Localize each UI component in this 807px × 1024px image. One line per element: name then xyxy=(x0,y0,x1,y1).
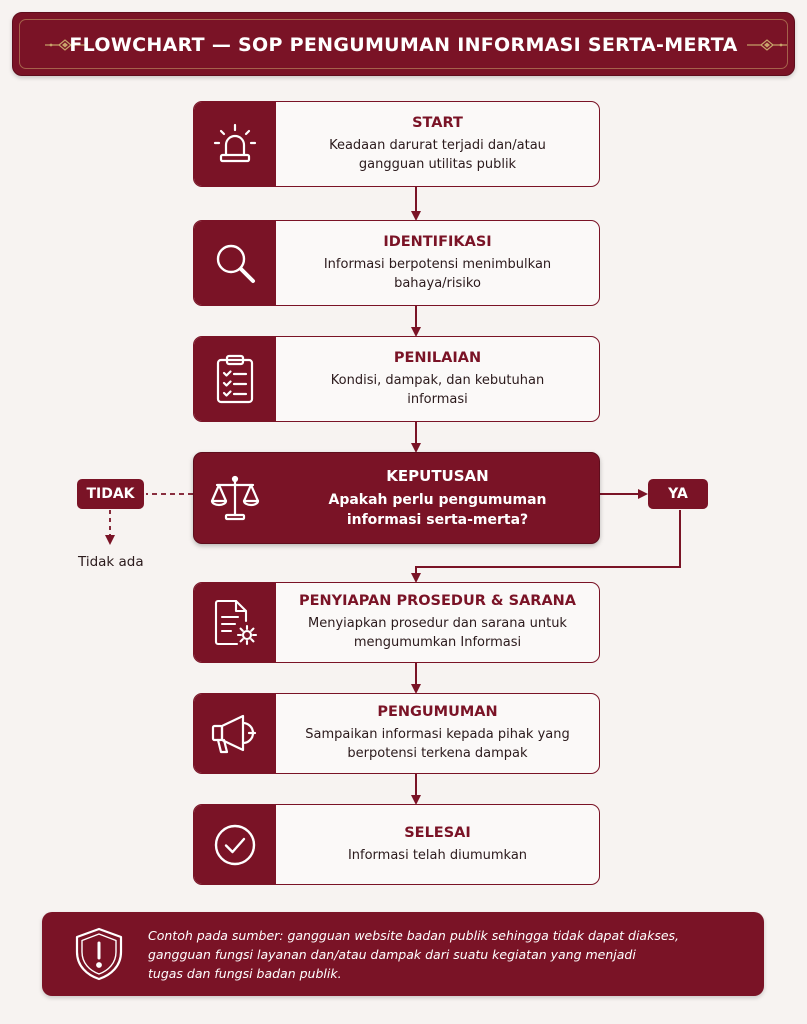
step-selesai: SELESAI Informasi telah diumumkan xyxy=(193,804,600,885)
step-pengumuman-desc: Sampaikan informasi kepada pihak yang be… xyxy=(305,725,570,763)
step-penilaian-desc-line1: Kondisi, dampak, dan kebutuhan xyxy=(330,372,545,388)
step-penilaian-desc: Kondisi, dampak, dan kebutuhan informasi xyxy=(331,371,544,409)
step-identifikasi-desc-line2: bahaya/risiko xyxy=(394,275,481,291)
magnifier-icon xyxy=(216,244,255,283)
step-identifikasi-desc: Informasi berpotensi menimbulkan bahaya/… xyxy=(324,255,551,293)
step-identifikasi-icon-panel xyxy=(194,221,276,305)
footer-note-line2: gangguan fungsi layanan dan/atau dampak … xyxy=(148,947,636,962)
step-penyiapan-desc-line1: Menyiapkan prosedur dan sarana untuk xyxy=(308,616,567,631)
step-penilaian-heading: PENILAIAN xyxy=(393,349,482,366)
alarm-siren-icon xyxy=(213,123,257,163)
clipboard-checklist-icon xyxy=(216,354,254,404)
step-start-desc-line2: gangguan utilitas publik xyxy=(358,156,517,172)
step-keputusan-icon-panel xyxy=(194,453,276,543)
step-selesai-icon-panel xyxy=(194,805,276,884)
branch-ya-label: YA xyxy=(648,479,708,509)
step-keputusan-desc-line2: informasi serta-merta? xyxy=(346,511,529,528)
step-keputusan-desc: Apakah perlu pengumuman informasi serta-… xyxy=(329,490,547,530)
right-ornament-icon xyxy=(747,39,787,51)
step-start-icon-panel xyxy=(194,102,276,186)
left-ornament-icon xyxy=(45,39,85,51)
step-pengumuman-desc-line1: Sampaikan informasi kepada pihak yang xyxy=(305,727,570,742)
step-start-desc-line1: Keadaan darurat terjadi dan/atau xyxy=(329,137,546,153)
step-start-desc: Keadaan darurat terjadi dan/atau ganggua… xyxy=(329,136,546,174)
step-identifikasi-desc-line1: Informasi berpotensi menimbulkan xyxy=(323,256,552,272)
step-penilaian-icon-panel xyxy=(194,337,276,421)
arrow-ya-penyiapan xyxy=(411,510,681,583)
step-penilaian: PENILAIAN Kondisi, dampak, dan kebutuhan… xyxy=(193,336,600,422)
footer-note-text: Contoh pada sumber: gangguan website bad… xyxy=(148,926,748,983)
page-title: FLOWCHART — SOP PENGUMUMAN INFORMASI SER… xyxy=(69,34,738,56)
step-pengumuman-icon-panel xyxy=(194,694,276,773)
title-border-ornament xyxy=(19,19,788,69)
step-start: START Keadaan darurat terjadi dan/atau g… xyxy=(193,101,600,187)
shield-warning-icon xyxy=(75,927,123,981)
scales-icon xyxy=(210,475,260,521)
step-selesai-desc: Informasi telah diumumkan xyxy=(347,847,528,863)
step-keputusan-heading: KEPUTUSAN xyxy=(386,466,489,485)
megaphone-icon xyxy=(211,714,257,753)
footer-note-line3: tugas dan fungsi badan publik. xyxy=(148,966,342,981)
branch-tidak-label: TIDAK xyxy=(77,479,144,509)
branch-tidak-result: Tidak ada xyxy=(78,554,144,570)
step-keputusan: KEPUTUSAN Apakah perlu pengumuman inform… xyxy=(193,452,600,544)
step-identifikasi: IDENTIFIKASI Informasi berpotensi menimb… xyxy=(193,220,600,306)
step-selesai-heading: SELESAI xyxy=(404,824,471,841)
step-penilaian-desc-line2: informasi xyxy=(407,391,468,407)
step-penyiapan-desc-line2: mengumumkan Informasi xyxy=(353,635,522,650)
footer-note-line1: Contoh pada sumber: gangguan website bad… xyxy=(148,928,680,943)
step-penyiapan-heading: PENYIAPAN PROSEDUR & SARANA xyxy=(298,593,577,609)
footer-note: Contoh pada sumber: gangguan website bad… xyxy=(42,912,764,996)
title-bar: FLOWCHART — SOP PENGUMUMAN INFORMASI SER… xyxy=(12,12,795,76)
step-pengumuman-heading: PENGUMUMAN xyxy=(377,704,498,720)
step-keputusan-desc-line1: Apakah perlu pengumuman xyxy=(328,491,547,508)
step-identifikasi-heading: IDENTIFIKASI xyxy=(383,233,492,250)
step-penyiapan-desc: Menyiapkan prosedur dan sarana untuk men… xyxy=(308,614,567,652)
step-start-heading: START xyxy=(412,114,463,131)
step-pengumuman: PENGUMUMAN Sampaikan informasi kepada pi… xyxy=(193,693,600,774)
check-circle-icon xyxy=(214,824,256,865)
step-penyiapan-icon-panel xyxy=(194,583,276,662)
document-gear-icon xyxy=(214,599,258,645)
step-pengumuman-desc-line2: berpotensi terkena dampak xyxy=(347,746,528,761)
step-penyiapan: PENYIAPAN PROSEDUR & SARANA Menyiapkan p… xyxy=(193,582,600,663)
